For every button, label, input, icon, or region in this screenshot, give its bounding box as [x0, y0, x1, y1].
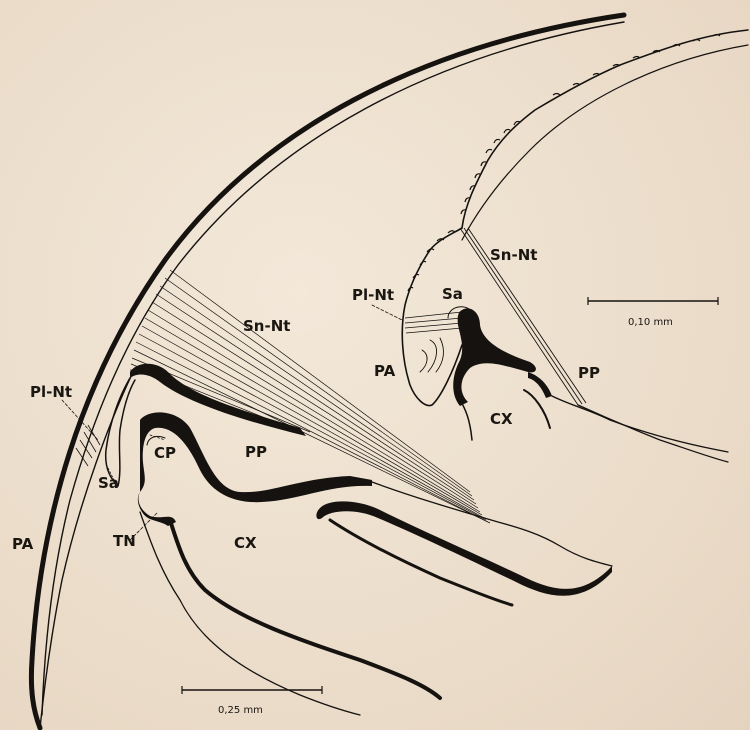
- sa-stalk: [106, 378, 135, 486]
- inset-label-sn-nt: Sn-Nt: [490, 246, 537, 264]
- outer-cuticle: [31, 15, 624, 728]
- inset-pp-membrane: [552, 396, 728, 452]
- pl-nt-leader: [62, 400, 98, 440]
- inset-pa-folds: [420, 338, 443, 372]
- inset-label-pa: PA: [374, 362, 396, 380]
- label-tn: TN: [113, 532, 136, 550]
- label-pp: PP: [245, 443, 267, 461]
- inset-outer-cuticle: [402, 30, 748, 406]
- inner-cuticle: [42, 22, 624, 715]
- scale-bar-inset-label: 0,10 mm: [628, 317, 673, 328]
- inset-pl-nt-leader: [372, 305, 402, 320]
- inset-scallops: [408, 35, 720, 292]
- inset-cx-left: [460, 400, 472, 440]
- label-sn-nt: Sn-Nt: [243, 317, 290, 335]
- inset-section: Sn-Nt Pl-Nt Sa PA PP CX 0,10 mm: [352, 30, 748, 462]
- label-pa: PA: [12, 535, 34, 553]
- inset-pp-membrane-2: [578, 405, 728, 462]
- scale-bar-main-label: 0,25 mm: [218, 705, 263, 716]
- scale-bar-main: 0,25 mm: [182, 686, 322, 716]
- inset-inner-cuticle: [462, 45, 748, 240]
- label-cx: CX: [234, 534, 257, 552]
- inset-pl-nt-fibers: [405, 312, 462, 333]
- inset-label-cx: CX: [490, 410, 513, 428]
- inset-label-pl-nt: Pl-Nt: [352, 286, 394, 304]
- label-cp: CP: [154, 444, 176, 462]
- inset-label-sa: Sa: [442, 285, 463, 303]
- cx-right-process: [316, 501, 612, 595]
- cx-lower-wall: [170, 520, 440, 698]
- inset-apodeme-tip: [528, 372, 552, 398]
- label-sa: Sa: [98, 474, 119, 492]
- label-pl-nt: Pl-Nt: [30, 383, 72, 401]
- inset-label-pp: PP: [578, 364, 600, 382]
- scale-bar-inset: 0,10 mm: [588, 297, 718, 328]
